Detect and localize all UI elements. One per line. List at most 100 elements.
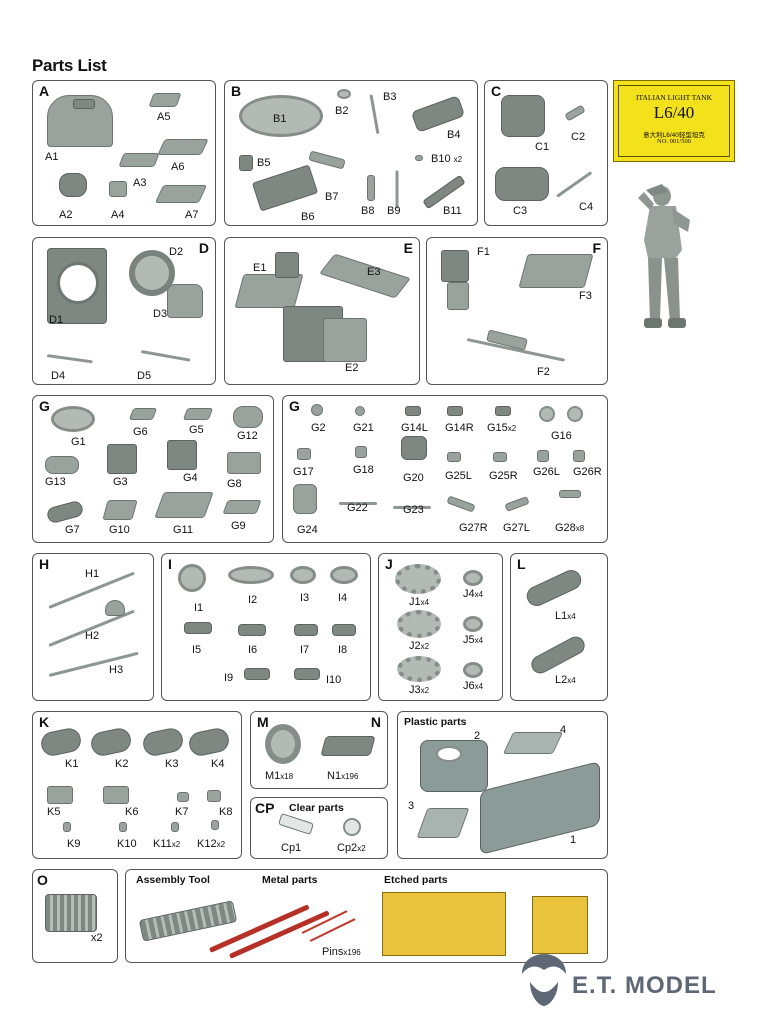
section-letter: J (385, 556, 393, 572)
plate-shape (148, 93, 182, 107)
section-plastic: Plastic parts 1 2 3 4 (397, 711, 608, 859)
part-label: G15x2 (487, 422, 516, 434)
part-label: D4 (51, 370, 66, 382)
section-letter: G (39, 398, 50, 414)
section-heading: Etched parts (384, 874, 448, 886)
part-label: B4 (447, 129, 461, 141)
part-label: J3 (409, 684, 421, 696)
plate-shape (154, 492, 214, 518)
part-label: K3 (165, 758, 179, 770)
frame-shape (275, 252, 299, 278)
part-label: L2 (555, 674, 568, 686)
part-label: A3 (133, 177, 147, 189)
box-shape (107, 444, 137, 474)
part-label: Pinsx196 (322, 946, 361, 958)
box-shape (239, 155, 253, 171)
etched-fret-small (532, 896, 588, 954)
part-label: I3 (300, 592, 310, 604)
quantity: x196 (341, 772, 359, 781)
part-label: K5 (47, 806, 61, 818)
section-letter: D (198, 240, 209, 256)
part-label: K7 (175, 806, 189, 818)
ring-shape (228, 566, 274, 584)
clear-lens-shape (343, 818, 361, 836)
bracket-shape (103, 786, 129, 804)
part-label: G18 (353, 464, 374, 476)
certificate-model: L6/40 (653, 103, 695, 122)
part-label: L1x4 (555, 610, 576, 622)
part-label: E2 (345, 362, 359, 374)
section-heading: Plastic parts (404, 716, 467, 728)
quantity: x196 (343, 948, 361, 957)
quantity: x2 (91, 932, 103, 944)
suspension-arm-shape (186, 726, 232, 758)
quantity: x2 (171, 840, 181, 849)
part-label: G1 (71, 436, 86, 448)
part-label: G28 (555, 522, 576, 534)
rod-shape (395, 170, 399, 209)
section-heading: Metal parts (262, 874, 318, 886)
part-label: L1 (555, 610, 568, 622)
section-letter: A (39, 83, 50, 99)
certificate-number: NO. 001/500 (657, 138, 691, 145)
section-a: A A1 A2 A3 A4 A5 A6 A7 (32, 80, 216, 226)
small-part-shape (447, 452, 461, 462)
section-letter: M (257, 714, 269, 730)
part-label: G11 (173, 524, 193, 536)
engine-shape (501, 95, 545, 137)
quantity: x18 (280, 772, 294, 781)
part-label: G2 (311, 422, 326, 434)
ring-shape (57, 262, 99, 304)
ring-shape (330, 566, 358, 584)
part-label: K9 (67, 838, 81, 850)
sprocket-shape (397, 610, 441, 638)
section-letter: O (37, 872, 48, 888)
handle-shape (393, 506, 431, 509)
frame-shape (234, 274, 304, 308)
quantity: x4 (567, 676, 576, 685)
part-label: G22 (347, 502, 368, 514)
certificate-line: 意大利L6/40轻型坦克 (643, 132, 705, 139)
brand-name: E.T. MODEL (572, 972, 717, 999)
part-label: K4 (211, 758, 225, 770)
section-letter: G (289, 398, 300, 414)
part-label: B11 (443, 205, 462, 217)
small-part-shape (537, 450, 549, 462)
part-label: F1 (477, 246, 490, 258)
light-shape (567, 406, 583, 422)
muffler-shape (45, 499, 85, 525)
certificate-line: ITALIAN LIGHT TANK (635, 93, 712, 102)
part-label: I4 (338, 592, 348, 604)
rod-shape (140, 350, 191, 362)
part-label: G25L (445, 470, 472, 482)
handle-shape (339, 502, 377, 505)
track-link-shape (244, 668, 270, 680)
plate-shape (416, 808, 470, 838)
bogie-arm-shape (523, 566, 585, 610)
part-label: I8 (338, 644, 348, 656)
section-letter: E (403, 240, 413, 256)
part-label: G10 (109, 524, 130, 536)
part-label: G4 (183, 472, 198, 484)
part-label: L2x4 (555, 674, 576, 686)
box-shape (518, 254, 594, 288)
part-label: D2 (169, 246, 184, 258)
ring-shape (290, 566, 316, 584)
etched-fret-large (382, 892, 506, 956)
section-letter: I (168, 556, 172, 572)
part-label: K10 (117, 838, 137, 850)
hull-shape (480, 761, 600, 855)
part-label: F3 (579, 290, 592, 302)
section-g-right: G G2 G21 G14L G14R G15x2 G16 G17 G18 G20… (282, 395, 608, 543)
part-label: G5 (189, 424, 204, 436)
quantity: x4 (474, 636, 484, 645)
bolt-shape (171, 822, 179, 832)
part-label: C4 (579, 201, 594, 213)
quantity: x2 (357, 844, 366, 853)
section-e: E E1 E2 E3 (224, 237, 420, 385)
section-k: K K1 K2 K3 K4 K5 K6 K7 K8 K9 K10 K11x2 K… (32, 711, 242, 859)
bracket-shape (109, 181, 127, 197)
part-label: D1 (49, 314, 64, 326)
small-part-shape (405, 406, 421, 416)
part-label: K11x2 (153, 838, 180, 850)
